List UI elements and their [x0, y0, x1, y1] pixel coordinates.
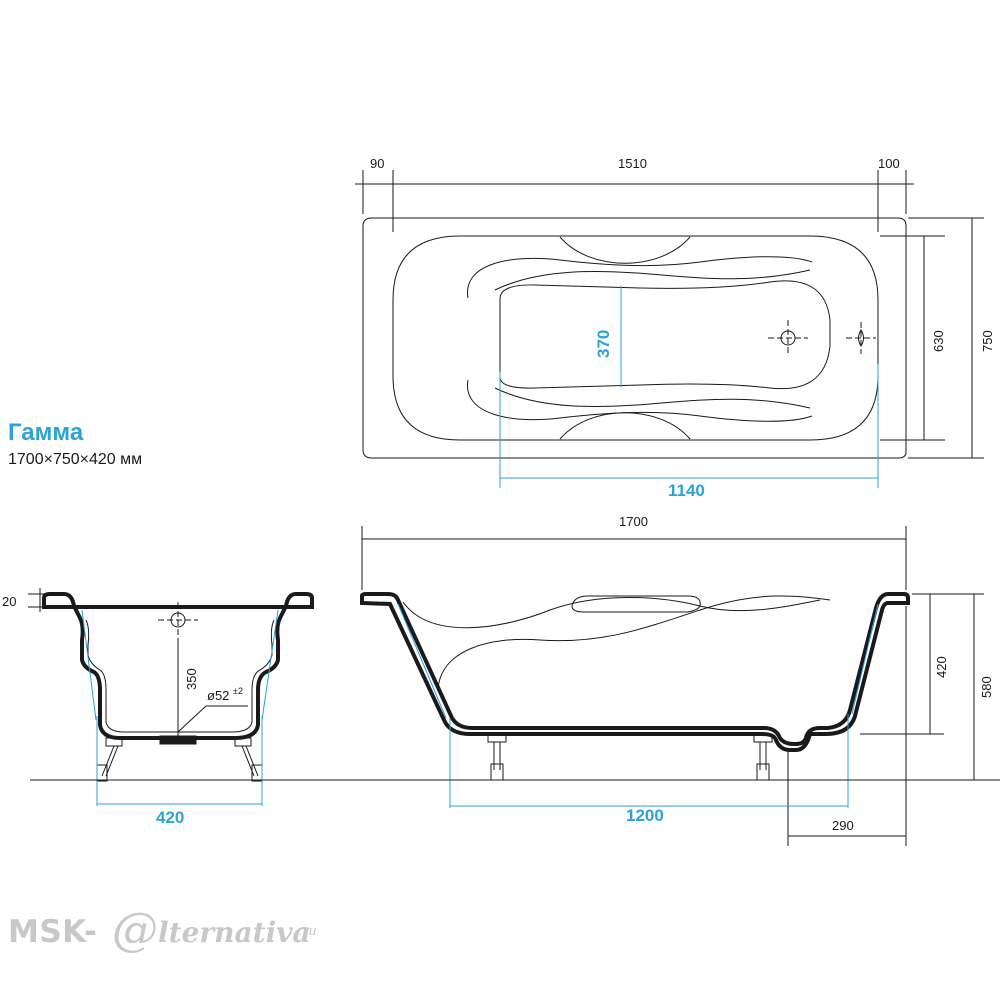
- side-view-right-leg: [753, 733, 773, 781]
- top-view-dim-outer-width: 750: [980, 330, 995, 352]
- side-view-legs-ext: [449, 714, 849, 808]
- side-view-headrest: [571, 595, 701, 613]
- watermark-at-logo: @: [112, 902, 158, 956]
- top-view-right-extension-lines: [880, 217, 984, 459]
- side-view-right-extension: [800, 593, 984, 781]
- side-view-dim-total-length: 1700: [619, 514, 648, 529]
- side-view: [360, 526, 984, 846]
- side-view-top-extension: [361, 526, 907, 590]
- top-view-upper-armrest-inner: [494, 269, 811, 291]
- top-view-dim-middle: 1510: [618, 156, 647, 171]
- product-size: 1700×750×420 мм: [8, 451, 143, 468]
- end-view-legs-ext: [96, 716, 263, 806]
- top-view-dim-left: 90: [370, 156, 384, 171]
- end-view-inner-edge: [85, 619, 275, 733]
- top-view-1140-ext: [499, 364, 879, 488]
- top-view-inner-bowl: [392, 235, 879, 441]
- end-view-left-leg: [96, 737, 123, 782]
- product-name: Гамма: [8, 419, 84, 446]
- top-view-overflow-crosshair: [846, 322, 876, 354]
- top-view-dim-floor-length: 1140: [668, 481, 705, 500]
- end-view-dim-drain-tolerance: ±2: [233, 686, 243, 696]
- side-view-dim-depth: 420: [934, 656, 949, 678]
- end-view-accent-wall-left: [81, 609, 97, 721]
- end-view-rim-dim-lines: [28, 588, 64, 612]
- side-view-accent-wall-right: [851, 603, 879, 715]
- end-view-dim-legs-width: 420: [156, 808, 184, 827]
- side-view-dim-height: 580: [979, 676, 994, 698]
- top-view-lower-pad: [559, 412, 691, 440]
- top-view-lower-armrest-inner: [494, 387, 811, 409]
- watermark-lead: MSK-: [8, 914, 98, 950]
- side-view-290-ext: [787, 606, 907, 846]
- side-view-dim-drain-offset: 290: [832, 818, 854, 833]
- top-view-outer-rim: [362, 217, 907, 459]
- side-view-armrest-curve: [402, 597, 821, 629]
- side-view-dim-legs-span: 1200: [626, 806, 664, 825]
- end-view-right-leg: [234, 737, 263, 782]
- end-view-drain-leader: [177, 705, 248, 733]
- top-view-dim-right: 100: [878, 156, 900, 171]
- watermark-tail: lternativa: [158, 916, 311, 949]
- top-view-upper-pad: [559, 236, 691, 264]
- end-view-overflow-crosshair: [158, 602, 198, 640]
- side-view-accent-dims: [397, 603, 879, 808]
- top-view-accent-dims: [499, 286, 879, 488]
- top-view-drain-crosshair: [768, 320, 808, 356]
- side-view-body-curve: [437, 595, 831, 691]
- end-view-dim-drain-diameter: ø52 ±2: [207, 686, 243, 703]
- side-view-accent-wall-left: [397, 603, 447, 719]
- top-view-dim-bottom-length: 370: [594, 330, 613, 358]
- end-view-dim-drain-diameter-value: ø52: [207, 688, 229, 703]
- end-view-dim-rim: 20: [2, 594, 16, 609]
- top-view-extension-lines: [362, 170, 907, 232]
- top-view-upper-armrest: [467, 256, 813, 299]
- watermark-tld: .ru: [298, 924, 317, 939]
- side-view-shell: [360, 592, 910, 752]
- end-view-dim-drain-height: 350: [184, 668, 199, 690]
- end-view: [28, 588, 314, 782]
- end-view-accent-dims: [81, 609, 279, 806]
- side-view-left-leg: [487, 733, 507, 781]
- end-view-accent-wall-right: [261, 609, 279, 721]
- top-view: [355, 170, 984, 459]
- top-view-dim-inner-width: 630: [931, 330, 946, 352]
- top-view-floor: [499, 280, 831, 390]
- end-view-drain-fitting: [159, 735, 197, 745]
